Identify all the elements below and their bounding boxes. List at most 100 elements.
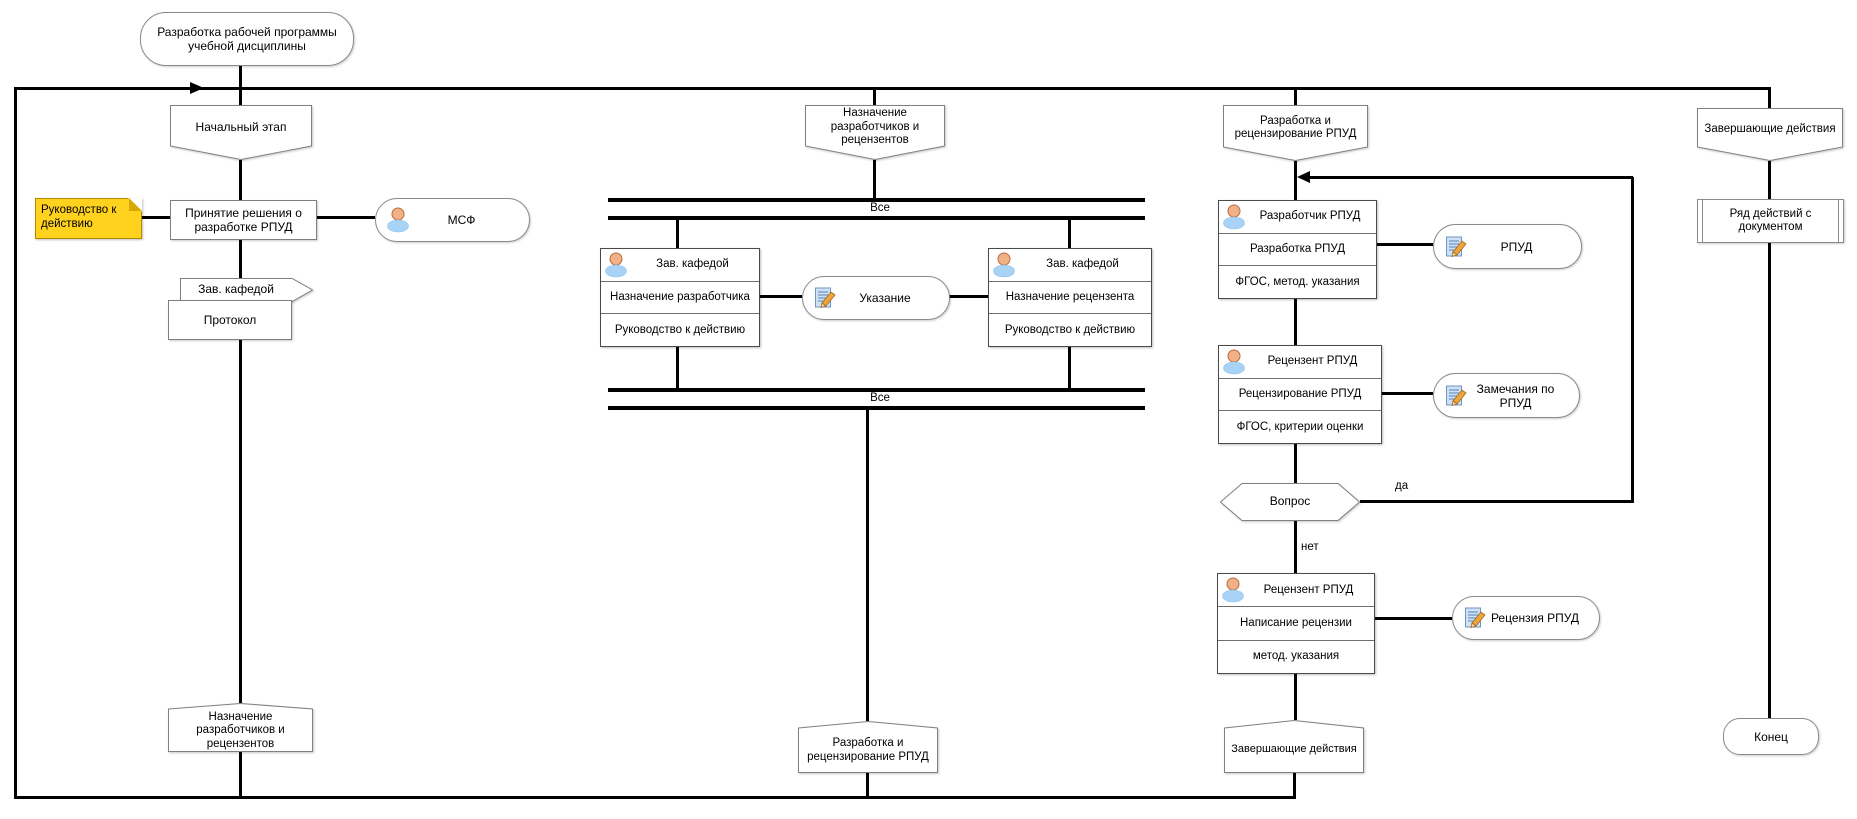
review-doc: Рецензия РПУД [1452,596,1600,640]
connector [866,773,869,798]
and-split-bar [608,216,1145,220]
person-icon [387,207,409,233]
connector [948,295,988,298]
edge-label-all-bottom: Все [870,392,890,404]
connector [239,64,242,105]
connector [1768,241,1771,718]
document-pencil-icon [814,287,836,309]
and-join-bar [608,388,1145,392]
assign-developer-box: Зав. кафедой Назначение разработчика Рук… [600,248,760,347]
connector [873,90,876,105]
flow-arrow-icon [190,82,204,94]
assign-developer-role: Зав. кафедой [601,249,759,281]
connector [140,216,170,219]
connector [1380,392,1433,395]
edge-label-yes: да [1395,480,1409,492]
review-rpud-action: Рецензирование РПУД [1219,377,1381,411]
and-join-bar [608,406,1145,410]
assign-reviewer-role: Зав. кафедой [989,249,1151,281]
develop-rpud-role: Разработчик РПУД [1219,201,1376,233]
connector-yes-loop [1310,176,1633,179]
edge-label-no: нет [1301,541,1319,553]
instruction-doc-label: Указание [859,291,911,305]
write-review-input: метод. указания [1218,639,1374,673]
and-split-bar [608,198,1145,202]
assign-reviewer-action: Назначение рецензента [989,280,1151,314]
phase-footer-assignment-label: Назначение разработчиков и рецензентов [196,710,285,750]
connector [1373,617,1452,620]
protocol-box: Протокол [168,300,292,340]
process-title: Разработка рабочей программы учебной дис… [140,12,354,66]
connector [1294,90,1297,106]
person-icon [993,252,1015,278]
connector [1068,345,1071,388]
connector [14,796,1296,799]
assign-reviewer-input: Руководство к действию [989,313,1151,346]
connector [14,87,17,799]
write-review-box: Рецензент РПУД Написание рецензии метод.… [1217,573,1375,674]
phase-footer-final-label: Завершающие действия [1231,743,1357,756]
connector-yes-loop [1631,177,1634,503]
connector [1294,297,1297,345]
edge-label-all-top: Все [870,202,890,214]
connector [676,345,679,388]
connector [1768,88,1771,108]
assign-reviewer-box: Зав. кафедой Назначение рецензента Руков… [988,248,1152,347]
review-doc-label: Рецензия РПУД [1490,611,1580,625]
document-actions-box: Ряд действий с документом [1697,199,1844,243]
develop-rpud-action: Разработка РПУД [1219,232,1376,266]
end-node-label: Конец [1754,729,1788,744]
decision-box-label: Принятие решения о разработке РПУД [185,206,302,234]
msf-role: МСФ [375,198,530,242]
process-title-label: Разработка рабочей программы учебной дис… [157,25,337,53]
protocol-box-label: Протокол [203,313,257,327]
review-rpud-box: Рецензент РПУД Рецензирование РПУД ФГОС,… [1218,345,1382,444]
phase-header-final-label: Завершающие действия [1704,122,1836,135]
connector [239,752,242,798]
banner-head-of-chair: Зав. кафедой [180,278,314,302]
phase-header-development: Разработка и рецензирование РПУД [1223,105,1368,162]
assign-developer-action: Назначение разработчика [601,280,759,314]
document-pencil-icon [1445,384,1467,406]
phase-footer-development: Разработка и рецензирование РПУД [798,720,938,773]
phase-footer-final: Завершающие действия [1224,719,1364,773]
person-icon [1223,204,1245,230]
connector [239,338,242,703]
write-review-role: Рецензент РПУД [1218,574,1374,606]
banner-head-of-chair-label: Зав. кафедой [198,282,274,297]
question-gateway-label: Вопрос [1269,494,1311,509]
instruction-doc: Указание [802,276,950,320]
connector [1294,521,1297,573]
phase-header-initial: Начальный этап [170,105,312,161]
rpud-doc: РПУД [1433,224,1582,269]
connector [1375,243,1433,246]
phase-footer-development-label: Разработка и рецензирование РПУД [807,737,929,763]
connector [1294,442,1297,483]
person-icon [1223,349,1245,375]
question-gateway: Вопрос [1219,483,1361,521]
phase-footer-assignment: Назначение разработчиков и рецензентов [168,702,313,752]
person-icon [605,252,627,278]
note-guidance-label: Руководство к действию [41,204,117,230]
phase-header-assignment-label: Назначение разработчиков и рецензентов [830,107,920,147]
connector [14,87,1771,90]
review-rpud-role: Рецензент РПУД [1219,346,1381,378]
connector [758,295,802,298]
phase-header-assignment: Назначение разработчиков и рецензентов [805,105,945,161]
phase-header-development-label: Разработка и рецензирование РПУД [1234,114,1357,141]
document-actions-label: Ряд действий с документом [1729,207,1812,234]
connector [1294,161,1297,200]
note-guidance: Руководство к действию [35,198,142,239]
document-pencil-icon [1445,235,1467,257]
remarks-doc: Замечания по РПУД [1433,373,1580,418]
connector [873,160,876,198]
connector [1294,672,1297,720]
msf-role-label: МСФ [447,213,476,227]
write-review-action: Написание рецензии [1218,606,1374,639]
person-icon [1222,577,1244,603]
decision-box: Принятие решения о разработке РПУД [170,200,317,240]
loop-arrow-icon [1297,171,1310,183]
develop-rpud-box: Разработчик РПУД Разработка РПУД ФГОС, м… [1218,200,1377,299]
end-node: Конец [1723,718,1819,755]
